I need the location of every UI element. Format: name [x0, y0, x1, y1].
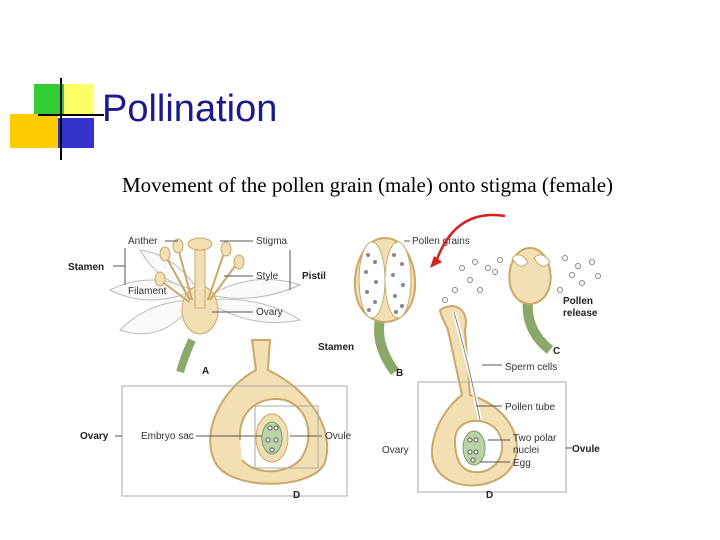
pollen-tube-box — [417, 381, 567, 493]
label-stigma: Stigma — [256, 236, 288, 247]
label-panel-b: B — [396, 368, 403, 379]
anther-illustration — [353, 236, 417, 375]
deco-green-square — [34, 84, 64, 114]
ovary-section-box — [121, 385, 348, 497]
label-ovary-top: Ovary — [256, 307, 283, 318]
ovary-section-illustration — [209, 339, 329, 485]
scattered-pollen — [442, 255, 601, 303]
deco-blue-square — [58, 118, 94, 148]
slide-subtitle: Movement of the pollen grain (male) onto… — [122, 173, 614, 197]
pollination-arrow — [434, 213, 506, 263]
pollination-arrowhead — [430, 256, 442, 268]
label-stamen-mid: Stamen — [318, 342, 354, 353]
label-pollen-grains: Pollen grains — [412, 236, 470, 247]
pollen-release-illustration — [508, 246, 554, 354]
label-ovary-left: Ovary — [80, 431, 109, 442]
deco-yellow-square — [64, 84, 94, 114]
label-panel-c: C — [553, 346, 560, 357]
label-ovule-right: Ovule — [572, 444, 600, 455]
label-style: Style — [256, 271, 279, 282]
label-panel-d1: D — [293, 490, 300, 501]
label-ovule-left: Ovule — [325, 431, 352, 442]
flower-illustration — [108, 237, 302, 374]
deco-yellow-block — [10, 114, 58, 148]
label-stamen-left: Stamen — [68, 262, 104, 273]
label-pistil: Pistil — [302, 271, 326, 282]
label-pollen-release-1: Pollen — [563, 296, 593, 307]
slide-title: Pollination — [102, 88, 278, 130]
label-pollen-release-2: release — [563, 308, 598, 319]
flower-leader-lines — [113, 240, 291, 313]
label-anther: Anther — [128, 236, 158, 247]
label-two-polar-2: nuclei — [513, 445, 539, 456]
deco-horizontal-line — [38, 114, 104, 116]
pollen-tube-illustration — [430, 305, 518, 487]
label-two-polar-1: Two polar — [513, 433, 557, 444]
label-embryo-sac: Embryo sac — [141, 431, 194, 442]
label-pollen-tube: Pollen tube — [505, 402, 555, 413]
label-filament: Filament — [128, 286, 167, 297]
label-panel-d2: D — [486, 490, 493, 501]
label-egg: Egg — [513, 458, 531, 469]
label-ovary-right: Ovary — [382, 445, 409, 456]
label-panel-a: A — [202, 366, 209, 377]
label-sperm-cells: Sperm cells — [505, 362, 557, 373]
deco-vertical-line — [60, 78, 62, 160]
